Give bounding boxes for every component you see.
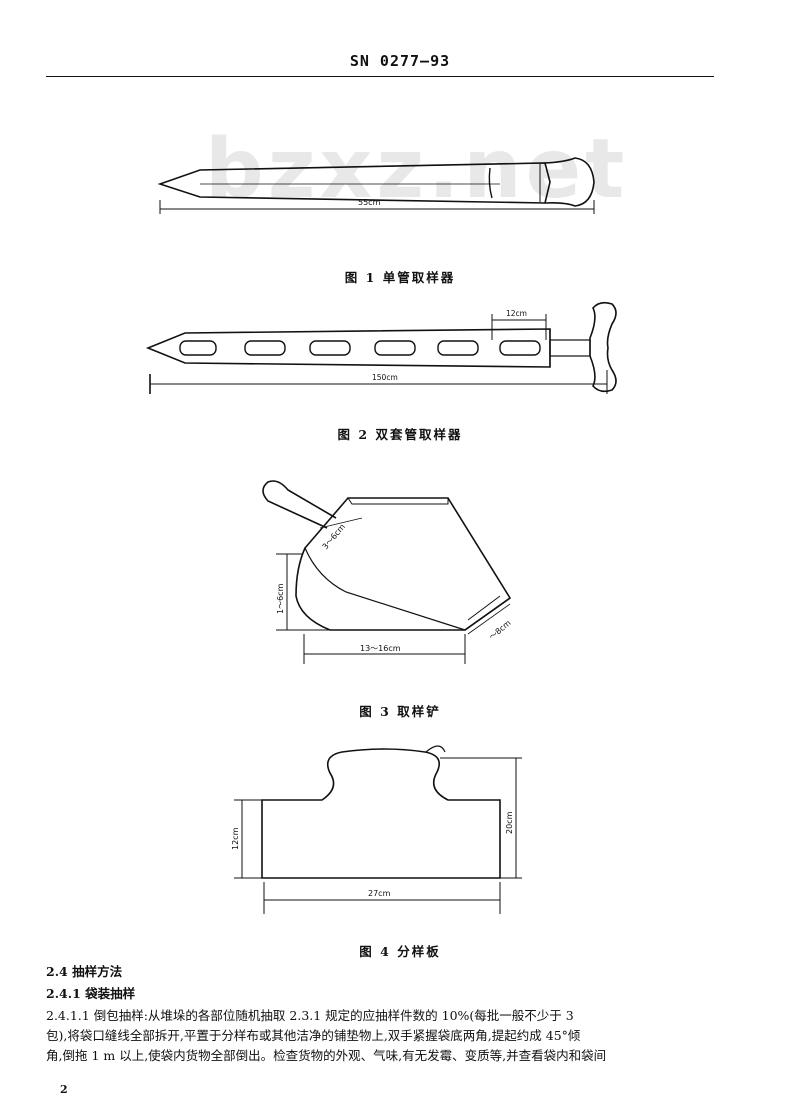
figure-4-right-dimension-label: 20cm [505,811,514,834]
figure-3-caption: 图 3 取样铲 [359,704,441,719]
figure-1-single-tube-sampler: 55cm [157,157,595,214]
figure-4-left-dimension-label: 12cm [231,827,240,850]
section-heading-2-4: 2.4 抽样方法 [46,964,123,979]
paragraph-line-3: 角,倒拖 1 m 以上,使袋内货物全部倒出。检查货物的外观、气味,有无发霉、变质… [46,1048,607,1063]
page-number: 2 [60,1083,68,1096]
figure-3-width-dimension-label: 13～16cm [360,644,401,653]
standard-code-header: SN 0277—93 [349,52,451,70]
figure-1-caption: 图 1 单管取样器 [344,270,456,285]
figure-3-height-dimension-label: 1～6cm [276,583,285,614]
paragraph-line-1: 2.4.1.1 倒包抽样:从堆垛的各部位随机抽取 2.3.1 规定的应抽样件数的… [46,1008,574,1023]
figure-3-sampling-scoop: 3～6cm 1～6cm 13～16cm ～8cm [262,480,513,664]
figure-2-caption: 图 2 双套管取样器 [337,427,463,442]
figure-4-dividing-board: 12cm 20cm 27cm [231,745,522,914]
figure-4-caption: 图 4 分样板 [359,944,441,959]
figure-2-total-dimension-label: 150cm [372,373,398,382]
figure-3-side-dimension-label: ～8cm [488,618,513,641]
section-heading-2-4-1: 2.4.1 袋装抽样 [46,986,136,1001]
figure-1-dimension-label: 55cm [358,198,381,207]
paragraph-line-2: 包),将袋口缝线全部拆开,平置于分样布或其他洁净的铺垫物上,双手紧握袋底两角,提… [46,1028,581,1043]
figure-2-double-tube-sampler: 12cm 150cm [145,301,617,394]
figure-2-slot-dimension-label: 12cm [506,309,527,318]
header-rule [46,76,714,77]
figure-4-width-dimension-label: 27cm [368,889,391,898]
